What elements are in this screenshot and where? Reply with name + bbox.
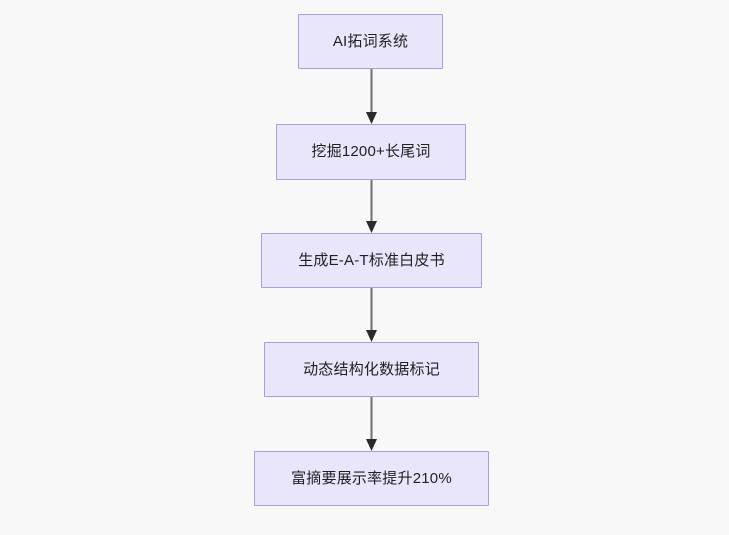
edge-n3-n4: [366, 288, 377, 342]
flow-node-label: 挖掘1200+长尾词: [311, 143, 431, 160]
flow-node-generate-eat-whitepaper[interactable]: 生成E-A-T标准白皮书: [261, 233, 482, 288]
flow-node-rich-snippet-impression-lift[interactable]: 富摘要展示率提升210%: [254, 451, 489, 506]
flow-node-label: 生成E-A-T标准白皮书: [298, 251, 445, 269]
flow-node-label: 富摘要展示率提升210%: [291, 469, 452, 487]
flow-node-dynamic-structured-data-markup[interactable]: 动态结构化数据标记: [264, 342, 479, 397]
edge-n2-n3: [366, 180, 377, 233]
flow-node-label: AI拓词系统: [332, 32, 409, 50]
flow-node-label: 动态结构化数据标记: [303, 360, 440, 378]
edge-n4-n5: [366, 397, 377, 451]
edge-n1-n2: [366, 69, 377, 124]
flow-node-ai-keyword-system[interactable]: AI拓词系统: [298, 14, 443, 69]
flow-node-mine-longtail-keywords[interactable]: 挖掘1200+长尾词: [276, 124, 466, 180]
